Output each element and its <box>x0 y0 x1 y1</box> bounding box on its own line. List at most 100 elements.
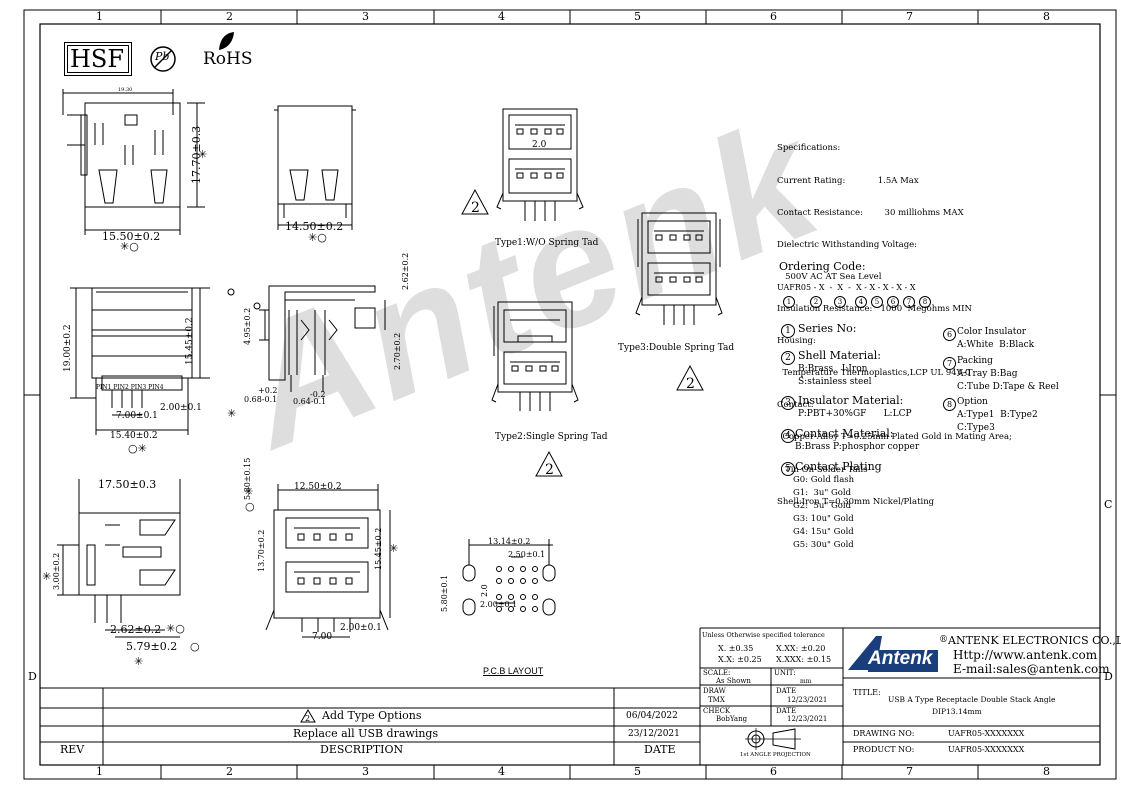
ordering-number: 2 <box>810 296 822 308</box>
key-dim-mark: ○✳ <box>128 442 147 455</box>
col-label: 3 <box>362 765 369 778</box>
check-date: 12/23/2021 <box>787 715 828 723</box>
option-title: Contact Material: <box>795 427 894 440</box>
dim-label: 0.64-0.1 <box>293 397 327 406</box>
option-title: Contact Plating <box>795 460 882 473</box>
revision-triangle-icon: 2 <box>461 188 489 216</box>
option-title: Option <box>957 397 988 407</box>
col-label: 2 <box>226 765 233 778</box>
key-dim-mark: ✳ <box>198 148 208 161</box>
check-value: BobYang <box>716 715 748 723</box>
option-number: 2 <box>781 351 795 365</box>
pb-label: Pb <box>155 50 170 63</box>
type1-connector-drawing <box>496 108 584 221</box>
key-dim-mark: ✳○ <box>166 622 185 635</box>
spec-line: Shell:Iron T=0.30mm Nickel/Plating <box>777 496 935 507</box>
key-dim-mark: ✳○ <box>120 240 139 253</box>
top-view-drawing <box>70 287 210 435</box>
pin-labels: PIN1 PIN2 PIN3 PIN4 <box>96 384 164 391</box>
rohs-label: RoHS <box>203 49 253 69</box>
option-title: Series No: <box>798 322 857 335</box>
type3-connector-drawing <box>635 212 723 325</box>
col-label: 8 <box>1043 10 1050 23</box>
col-label: 3 <box>362 10 369 23</box>
col-label: 8 <box>1043 765 1050 778</box>
revision-date: 06/04/2022 <box>626 711 678 721</box>
draw-value: TMX <box>708 696 725 704</box>
dim-label: +0.2 <box>258 386 278 395</box>
revision-triangle-icon: 2 <box>535 450 563 478</box>
option-title: Packing <box>957 356 993 366</box>
spec-line: Copper Alloy T=0.25mm Plated Gold in Mat… <box>777 432 1012 443</box>
projection-symbol-icon <box>745 728 801 750</box>
dim-label: 13.14±0.2 <box>488 537 531 546</box>
option-number: 6 <box>943 328 956 341</box>
col-label: 2 <box>226 10 233 23</box>
dim-label: 2.50±0.1 <box>508 550 546 559</box>
dim-label: 17.50±0.3 <box>98 478 157 491</box>
col-label: 6 <box>770 765 777 778</box>
svg-text:2: 2 <box>686 376 695 392</box>
key-dim-mark: ✳ <box>227 407 237 420</box>
spec-line: Insulation Resistance: 1000 Megohms MIN <box>777 303 972 314</box>
spec-line: Contact: <box>777 400 814 411</box>
date-header: DATE <box>644 743 676 756</box>
dim-label: 5.79±0.2 <box>126 640 178 653</box>
option-line: G3: 10u" Gold <box>793 514 854 524</box>
option-title: Insulator Material: <box>798 394 904 407</box>
ordering-number-row: 1 2 3 4 5 6 7 8 <box>780 296 940 310</box>
product-no-label: PRODUCT NO: <box>853 745 915 754</box>
revision-description: Replace all USB drawings <box>293 727 439 740</box>
revision-triangle-icon: 2 <box>300 709 316 723</box>
option-number: 7 <box>943 357 956 370</box>
spec-line: Specifications: <box>777 143 841 154</box>
dim-label: 15.50±0.2 <box>102 230 161 243</box>
col-label: 5 <box>634 10 641 23</box>
tolerance-value: X.XX: ±0.20 <box>776 644 826 653</box>
option-number: 8 <box>943 398 956 411</box>
option-number: 5 <box>781 462 795 476</box>
col-label: 4 <box>498 10 505 23</box>
row-label: D <box>1104 670 1113 683</box>
option-line: G1: 3u" Gold <box>793 488 852 498</box>
option-line: B:Brass P:phosphor copper <box>795 442 920 452</box>
pcb-layout-drawing <box>462 539 556 616</box>
option-line: G4: 15u" Gold <box>793 527 854 537</box>
dim-label: 12.50±0.2 <box>294 482 342 492</box>
ordering-number: 1 <box>783 296 795 308</box>
scale-label: SCALE: <box>703 669 731 677</box>
tolerance-value: X.X: ±0.25 <box>718 655 762 664</box>
rohs-leaf-icon <box>219 32 234 50</box>
option-number: 3 <box>781 396 795 410</box>
specifications: Specifications: Current Rating: 1.5A Max… <box>777 122 1012 518</box>
option-line: G2: 5u" Gold <box>793 501 852 511</box>
company-logo-text: Antenk <box>868 648 933 669</box>
row-label: C <box>1104 498 1113 511</box>
spec-line: 500V AC AT Sea Level <box>777 271 882 282</box>
tolerance-value: X.XXX: ±0.15 <box>776 655 832 664</box>
dim-label: 15.40±0.2 <box>110 431 158 441</box>
spec-line: Dielectric Withstanding Voltage: <box>777 239 918 250</box>
title-value: DIP13.14mm <box>932 707 982 716</box>
option-line: A:Tray B:Bag <box>957 369 1018 379</box>
col-label: 1 <box>96 10 103 23</box>
company-logo <box>848 636 938 672</box>
draw-date: 12/23/2021 <box>787 696 828 704</box>
port-label: 2.0 <box>532 140 547 150</box>
key-dim-mark: ○ <box>245 500 255 513</box>
row-label: D <box>28 670 37 683</box>
pcb-layout-label: P.C.B LAYOUT <box>483 666 544 676</box>
type2-connector-drawing <box>491 301 579 411</box>
dim-label: 14.50±0.2 <box>285 220 344 233</box>
ordering-number: 6 <box>887 296 899 308</box>
drawing-no-label: DRAWING NO: <box>853 729 915 738</box>
dim-label: 0.68-0.1 <box>244 395 278 404</box>
svg-text:2: 2 <box>545 462 554 478</box>
dim-label: 2.00±0.1 <box>160 403 202 413</box>
ordering-code: UAFR05 - X - X - X - X - X - X - X <box>777 283 916 292</box>
scale-value: As Shown <box>716 677 751 685</box>
col-label: 7 <box>906 765 913 778</box>
company-email: E-mail:sales@antenk.com <box>953 662 1110 676</box>
company-website: Http://www.antenk.com <box>953 648 1098 662</box>
